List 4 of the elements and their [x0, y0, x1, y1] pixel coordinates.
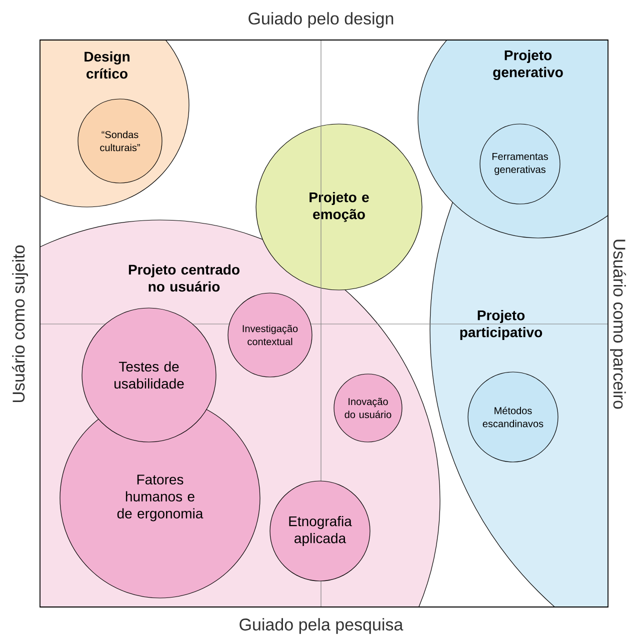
- axis-label: Guiado pelo design: [248, 12, 394, 28]
- axis-label: Usuário como sujeito: [12, 245, 28, 402]
- axis-label: Guiado pela pesquisa: [240, 618, 404, 634]
- axis-label: Usuário como parceiro: [610, 240, 626, 409]
